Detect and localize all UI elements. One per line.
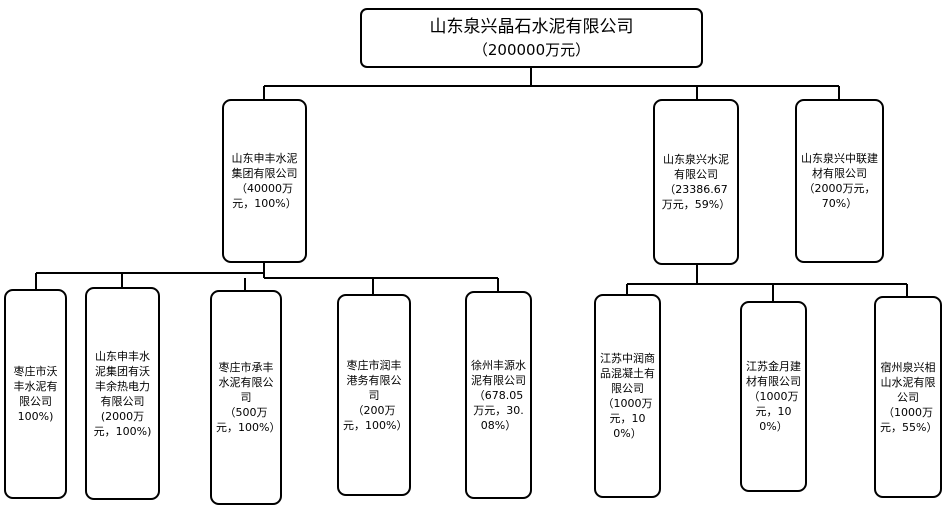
company-node-chengfeng: 枣庄市承丰水泥有限公司 （500万元，100%） [210, 290, 282, 505]
node-name: 山东申丰水泥集团有限公司 [231, 152, 298, 180]
node-info: （23386.67万元，59%） [661, 183, 731, 211]
company-node-zhonglian: 山东泉兴中联建材有限公司 （2000万元，70%） [795, 99, 884, 263]
node-name: 山东泉兴中联建材有限公司 [801, 152, 878, 180]
node-name: 山东申丰水泥集团有沃丰余热电力有限公司 [95, 349, 150, 408]
company-node-fengyuan: 徐州丰源水泥有限公司 （678.05万元，30.08%） [465, 291, 532, 499]
node-info: （500万元，100%） [216, 406, 281, 434]
company-node-jinyue: 江苏金月建材有限公司 （1000万元，100%） [740, 301, 807, 492]
node-name: 宿州泉兴相山水泥有限公司 [880, 360, 936, 404]
node-info: （1000万元，100%） [602, 397, 653, 440]
node-info: （200万元，100%） [343, 403, 408, 432]
node-name: 江苏中润商品混凝土有限公司 [600, 352, 655, 395]
node-info: （678.05万元，30.08%） [473, 388, 524, 432]
node-name: 徐州丰源水泥有限公司 [471, 358, 526, 387]
company-node-zhongrun: 江苏中润商品混凝土有限公司 （1000万元，100%） [594, 294, 661, 498]
node-info: 100%) [17, 410, 54, 423]
company-node-shenfeng: 山东申丰水泥集团有限公司 （40000万元，100%） [222, 99, 307, 263]
node-info: （200000万元） [472, 41, 591, 59]
node-info: （1000万元，55%） [880, 405, 938, 434]
node-name: 江苏金月建材有限公司 [746, 360, 801, 388]
company-node-xiangshan: 宿州泉兴相山水泥有限公司 （1000万元，55%） [874, 296, 942, 498]
node-info: （40000万元，100%） [232, 182, 297, 210]
node-name: 枣庄市承丰水泥有限公司 [218, 361, 274, 404]
node-info: (2000万元，100%) [93, 409, 152, 438]
node-name: 山东泉兴晶石水泥有限公司 [429, 17, 634, 37]
root-node: 山东泉兴晶石水泥有限公司 （200000万元） [360, 8, 703, 68]
node-name: 枣庄市沃丰水泥有限公司 [13, 365, 58, 408]
node-info: （2000万元，70%） [803, 182, 876, 210]
company-node-runfeng: 枣庄市润丰港务有限公司 （200万元，100%） [337, 294, 411, 496]
company-node-yure-dianli: 山东申丰水泥集团有沃丰余热电力有限公司 (2000万元，100%) [85, 287, 160, 500]
company-node-quanxing: 山东泉兴水泥有限公司 （23386.67万元，59%） [653, 99, 739, 265]
company-node-wofeng: 枣庄市沃丰水泥有限公司 100%) [4, 289, 67, 499]
node-name: 枣庄市润丰港务有限公司 [346, 358, 402, 402]
node-info: （1000万元，100%） [748, 390, 799, 433]
node-name: 山东泉兴水泥有限公司 [663, 153, 729, 181]
